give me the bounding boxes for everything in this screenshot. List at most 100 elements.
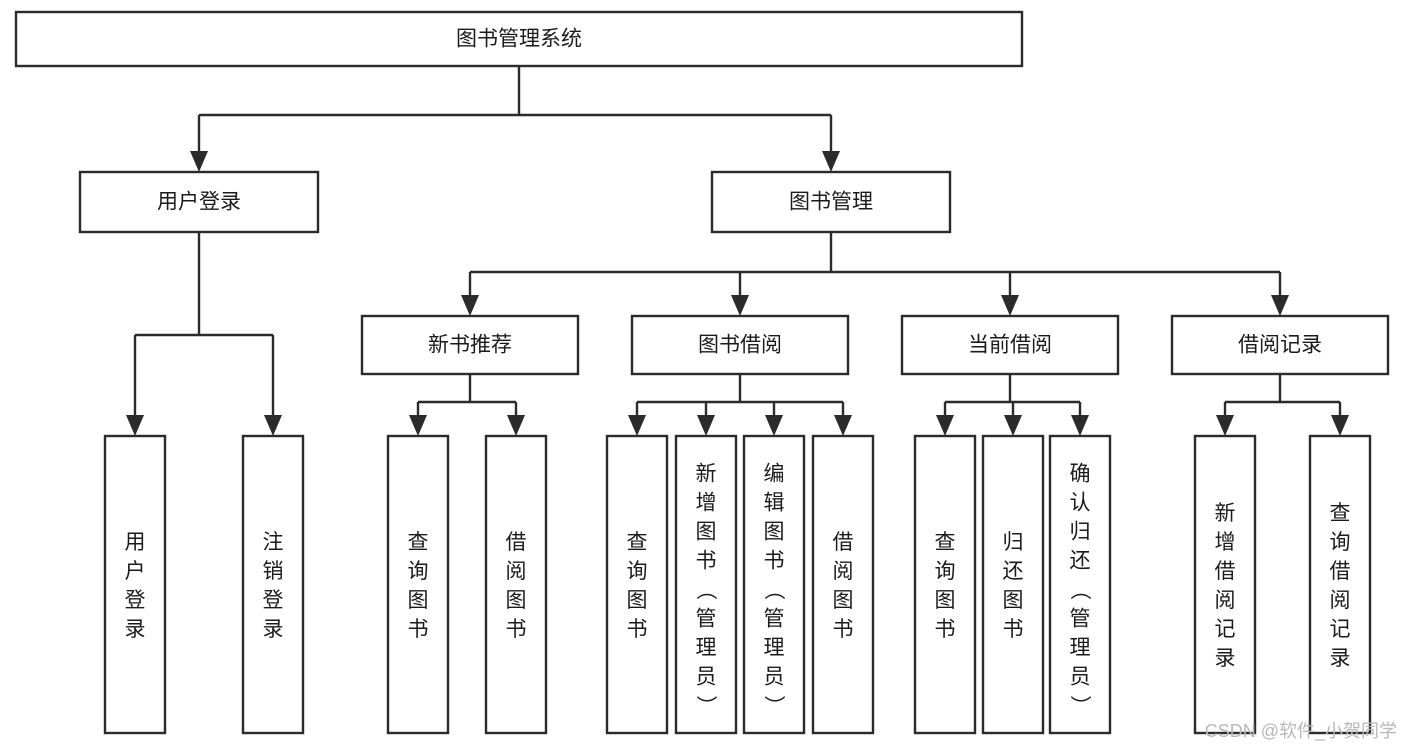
node-current-borrow[interactable]: 当前借阅 <box>900 314 1120 376</box>
connector-arrowhead <box>1071 415 1089 436</box>
node-box-new-book-recommend <box>360 314 580 376</box>
node-label-char: 书 <box>935 618 956 641</box>
node-box-leaf-user-logout <box>241 434 305 735</box>
node-label-char: 记 <box>1215 618 1236 641</box>
node-leaf-return-book[interactable]: 归还图书归还图书 <box>0 0 1045 735</box>
node-leaf-query-record[interactable]: 查询借阅记录查询借阅记录 <box>0 0 1372 735</box>
node-label-char: ） <box>762 695 785 716</box>
node-leaf-borrow-book-1[interactable]: 借阅图书借阅图书 <box>0 0 548 735</box>
node-label-char: 阅 <box>1330 589 1351 612</box>
node-user-login[interactable]: 用户登录 <box>78 170 320 234</box>
node-label-char: （ <box>694 579 717 600</box>
node-label-char: （ <box>1068 579 1091 600</box>
node-new-book-recommend[interactable]: 新书推荐 <box>360 314 580 376</box>
node-label-char: 阅 <box>833 560 854 583</box>
node-label-char: 员 <box>1070 666 1091 689</box>
connectors-layer <box>126 66 1349 436</box>
node-leaf-add-record[interactable]: 新增借阅记录新增借阅记录 <box>0 0 1257 735</box>
node-leaf-user-logout[interactable]: 注销登录注销登录 <box>0 0 305 735</box>
node-label-char: 编 <box>764 463 785 486</box>
node-label-char: 录 <box>263 618 284 641</box>
node-box-leaf-borrow-book-2 <box>811 434 875 735</box>
connector-arrowhead <box>697 415 715 436</box>
node-box-borrow-record <box>1170 314 1390 376</box>
node-label-char: 查 <box>408 531 429 554</box>
node-label-char: 登 <box>125 589 146 612</box>
connector-arrowhead <box>936 415 954 436</box>
connector-arrowhead <box>1271 295 1289 316</box>
node-label-char: 图 <box>408 589 429 612</box>
node-box-leaf-borrow-book-1 <box>484 434 548 735</box>
node-label-char: 认 <box>1070 492 1091 515</box>
node-label-char: 查 <box>627 531 648 554</box>
connector-group-new-book-recommend <box>409 374 525 436</box>
node-label-char: 用 <box>125 531 146 554</box>
node-label-char: 理 <box>764 637 785 660</box>
node-label-char: 书 <box>764 550 785 573</box>
node-box-leaf-add-book <box>674 434 738 735</box>
node-box-leaf-add-record <box>1193 434 1257 735</box>
node-leaf-borrow-book-2[interactable]: 借阅图书借阅图书 <box>0 0 875 735</box>
node-label-char: 借 <box>833 531 854 554</box>
node-label-borrow-record: 借阅记录 <box>1238 334 1322 357</box>
node-label-char: 查 <box>935 531 956 554</box>
node-label-char: 阅 <box>506 560 527 583</box>
node-label-char: 户 <box>125 560 146 583</box>
node-label-char: 理 <box>1070 637 1091 660</box>
connector-group-borrow-record <box>1216 374 1349 436</box>
node-root[interactable]: 图书管理系统 <box>14 10 1024 68</box>
node-leaf-user-login[interactable]: 用户登录用户登录 <box>0 0 167 735</box>
node-leaf-query-book-1[interactable]: 查询图书查询图书 <box>0 0 450 735</box>
node-label-book-manage: 图书管理 <box>789 191 873 214</box>
connector-group-current-borrow <box>936 374 1089 436</box>
node-box-current-borrow <box>900 314 1120 376</box>
node-box-leaf-edit-book <box>742 434 806 735</box>
node-label-char: 确 <box>1070 463 1091 486</box>
connector-arrowhead <box>731 295 749 316</box>
node-book-borrow[interactable]: 图书借阅 <box>630 314 850 376</box>
node-label-char: 书 <box>506 618 527 641</box>
connector-group-user-login <box>126 232 282 436</box>
node-label-root: 图书管理系统 <box>456 28 582 51</box>
node-label-char: 管 <box>764 608 785 631</box>
node-label-current-borrow: 当前借阅 <box>968 334 1052 357</box>
node-box-leaf-query-book-3 <box>913 434 977 735</box>
node-label-char: 书 <box>833 618 854 641</box>
node-label-new-book-recommend: 新书推荐 <box>428 334 512 357</box>
node-label-char: 询 <box>1330 531 1351 554</box>
node-box-book-borrow <box>630 314 850 376</box>
connector-arrowhead <box>1001 295 1019 316</box>
node-label-char: 书 <box>696 550 717 573</box>
node-book-manage[interactable]: 图书管理 <box>710 170 952 234</box>
node-label-char: 借 <box>506 531 527 554</box>
node-label-char: （ <box>762 579 785 600</box>
connector-arrowhead <box>461 295 479 316</box>
node-box-root <box>14 10 1024 68</box>
node-label-user-login: 用户登录 <box>157 191 241 214</box>
connector-arrowhead <box>409 415 427 436</box>
node-label-char: ） <box>1068 695 1091 716</box>
connector-arrowhead <box>834 415 852 436</box>
node-label-char: 图 <box>764 521 785 544</box>
node-label-char: 图 <box>833 589 854 612</box>
node-label-char: 还 <box>1003 560 1024 583</box>
connector-arrowhead <box>1216 415 1234 436</box>
node-borrow-record[interactable]: 借阅记录 <box>1170 314 1390 376</box>
connector-group-book-borrow <box>628 374 852 436</box>
node-label-char: 书 <box>627 618 648 641</box>
node-label-char: 询 <box>627 560 648 583</box>
node-leaf-query-book-3[interactable]: 查询图书查询图书 <box>0 0 977 735</box>
node-label-char: 借 <box>1330 560 1351 583</box>
node-label-char: 增 <box>1215 531 1236 554</box>
node-label-char: 询 <box>408 560 429 583</box>
node-box-leaf-return-book <box>981 434 1045 735</box>
node-label-char: 注 <box>263 531 284 554</box>
node-leaf-query-book-2[interactable]: 查询图书查询图书 <box>0 0 669 735</box>
node-label-char: 阅 <box>1215 589 1236 612</box>
node-label-char: 新 <box>696 463 717 486</box>
